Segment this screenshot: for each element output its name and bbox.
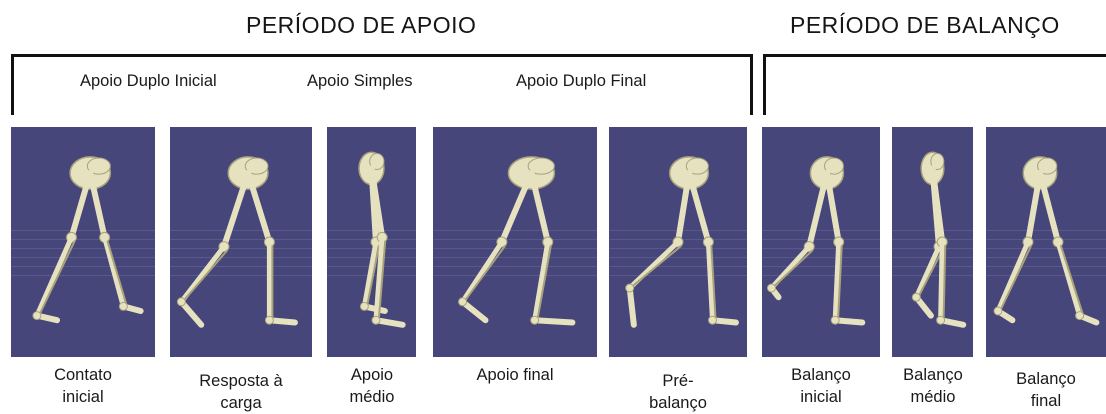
swing-period-bracket — [763, 54, 1106, 115]
caption-phase-1: Contato inicial — [11, 364, 155, 408]
right-ankle — [626, 284, 634, 292]
right-fibula — [40, 241, 75, 313]
panel-mid-stance — [327, 127, 416, 357]
caption-line-2: final — [1031, 392, 1061, 410]
caption-phase-5: Pré-balanço — [609, 370, 747, 414]
right-tibia — [998, 242, 1028, 311]
right-ankle — [459, 298, 467, 306]
left-foot — [535, 320, 573, 322]
left-ankle — [372, 316, 380, 324]
skeleton-illustration — [986, 127, 1106, 357]
panel-initial-swing — [762, 127, 880, 357]
caption-line-2: médio — [911, 388, 956, 406]
left-ankle — [119, 302, 127, 310]
left-ankle — [1076, 312, 1084, 320]
left-tibia — [105, 237, 124, 306]
stance-period-title: PERÍODO DE APOIO — [246, 12, 476, 39]
caption-line-2: inicial — [62, 388, 103, 406]
caption-phase-6: Balanço inicial — [762, 364, 880, 408]
right-fibula — [774, 251, 812, 286]
swing-period-title: PERÍODO DE BALANÇO — [790, 12, 1060, 39]
caption-line-2: médio — [350, 388, 395, 406]
caption-phase-2: Resposta à carga — [170, 370, 312, 414]
sub-phase-single-support: Apoio Simples — [307, 72, 412, 91]
caption-line-1: Contato — [54, 366, 112, 384]
left-tibia — [535, 242, 548, 320]
sub-phase-terminal-double-support: Apoio Duplo Final — [516, 72, 646, 91]
left-ankle — [831, 316, 839, 324]
left-tibia — [941, 242, 943, 320]
caption-line-2: balanço — [649, 394, 707, 412]
caption-line-1: Resposta à — [199, 372, 282, 390]
caption-phase-7: Balanço médio — [884, 364, 982, 408]
right-ankle — [360, 302, 368, 310]
caption-line-1: Apoio — [351, 366, 393, 384]
right-ankle — [994, 307, 1002, 315]
right-fibula — [1001, 246, 1031, 309]
skeleton-illustration — [892, 127, 973, 357]
caption-line-1: Balanço — [1016, 370, 1076, 388]
skeleton-illustration — [170, 127, 312, 357]
left-fibula — [108, 241, 127, 304]
skeleton-illustration — [433, 127, 597, 357]
left-ankle — [709, 316, 717, 324]
left-ankle — [265, 316, 273, 324]
skeleton-illustration — [11, 127, 155, 357]
sub-phase-initial-double-support: Apoio Duplo Inicial — [80, 72, 217, 91]
right-tibia — [630, 242, 678, 288]
caption-phase-4: Apoio final — [433, 364, 597, 386]
caption-line-1: Apoio final — [476, 366, 553, 384]
left-ankle — [937, 316, 945, 324]
panel-terminal-stance — [433, 127, 597, 357]
right-tibia — [916, 247, 939, 298]
panel-terminal-swing — [986, 127, 1106, 357]
left-tibia — [1058, 242, 1080, 316]
panel-pre-swing — [609, 127, 747, 357]
skeleton-illustration — [327, 127, 416, 357]
caption-line-2: inicial — [800, 388, 841, 406]
panel-initial-contact — [11, 127, 155, 357]
caption-line-2: carga — [220, 394, 261, 412]
right-tibia — [463, 242, 502, 302]
right-tibia — [181, 247, 224, 302]
right-fibula — [466, 246, 505, 300]
caption-phase-3: Apoio médio — [320, 364, 424, 408]
right-fibula — [633, 246, 681, 286]
caption-line-1: Balanço — [791, 366, 851, 384]
panel-mid-swing — [892, 127, 973, 357]
right-ankle — [767, 284, 775, 292]
right-tibia — [771, 247, 809, 288]
right-ankle — [912, 293, 920, 301]
right-foot — [630, 288, 634, 325]
caption-line-1: Balanço — [903, 366, 963, 384]
panel-loading-response — [170, 127, 312, 357]
left-ankle — [531, 316, 539, 324]
right-ankle — [177, 298, 185, 306]
right-foot — [181, 302, 201, 325]
caption-phase-8: Balanço final — [986, 368, 1106, 412]
skeleton-illustration — [609, 127, 747, 357]
caption-line-1: Pré- — [662, 372, 693, 390]
skeleton-illustration — [762, 127, 880, 357]
left-fibula — [1061, 246, 1083, 314]
right-tibia — [37, 237, 72, 315]
right-ankle — [33, 312, 41, 320]
